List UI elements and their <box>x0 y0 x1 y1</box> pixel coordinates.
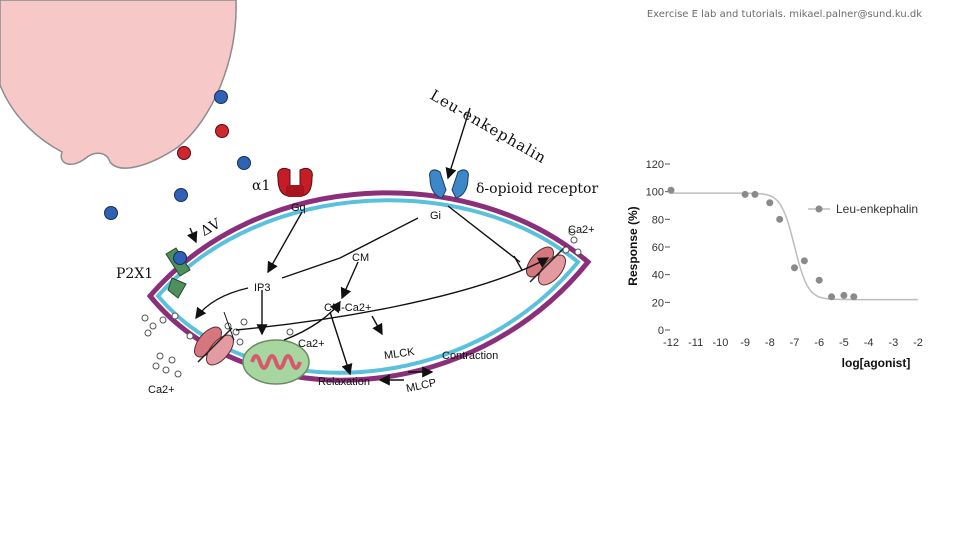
x-tick-label: -3 <box>888 337 898 349</box>
x-tick-label: -11 <box>688 337 703 349</box>
relaxation-label: Relaxation <box>318 376 370 388</box>
nerve-terminal <box>0 0 237 169</box>
header-text: Exercise E lab and tutorials. mikael.pal… <box>646 9 922 20</box>
legend: Leu-enkephalin <box>808 202 918 216</box>
x-tick-label: -7 <box>790 337 800 349</box>
x-tick-label: -9 <box>740 337 750 349</box>
x-tick-label: -5 <box>839 337 849 349</box>
dose-response-chart: Response (%) log[agonist] 0 20 40 60 80 100 12… <box>626 159 923 370</box>
data-point <box>741 190 749 198</box>
x-tick-label: -10 <box>712 337 728 349</box>
ip3-label: IP3 <box>254 282 271 294</box>
legend-label: Leu-enkephalin <box>836 202 918 216</box>
x-tick-label: -12 <box>663 337 679 349</box>
ca-bottom-left-label: Ca2+ <box>148 384 175 396</box>
ca-inner-label: Ca2+ <box>298 338 325 350</box>
cm-label: CM <box>352 252 370 264</box>
data-point <box>791 264 798 272</box>
y-tick-label: 0 <box>658 325 664 337</box>
x-tick-label: -6 <box>814 337 824 349</box>
gq-label: Gq <box>291 202 306 214</box>
gi-label: Gi <box>430 210 441 222</box>
y-tick-label: 40 <box>652 270 664 282</box>
pathway-arrows <box>195 107 550 386</box>
x-tick-label: -4 <box>864 337 874 349</box>
delta-opioid-label: δ-opioid receptor <box>476 181 599 197</box>
x-tick-label: -2 <box>913 337 923 349</box>
p2x1-receptor <box>165 247 191 299</box>
data-point <box>667 186 675 194</box>
cm-ca-label: CM-Ca2+ <box>324 302 372 314</box>
ca-channel-left <box>194 326 234 366</box>
alpha1-label: α1 <box>252 178 271 194</box>
data-point <box>776 215 784 223</box>
data-point <box>840 291 848 299</box>
data-point <box>828 293 836 301</box>
y-tick-label: 60 <box>652 242 664 254</box>
x-axis-label: log[agonist] <box>842 356 911 370</box>
y-tick-label: 120 <box>646 159 664 171</box>
y-tick-label: 80 <box>652 214 664 226</box>
ca-right-label: Ca2+ <box>568 224 595 236</box>
delta-opioid-receptor <box>429 169 469 199</box>
x-tick-label: -8 <box>765 337 775 349</box>
fit-curve <box>671 192 918 301</box>
x-tick-labels: -12 -11 -10 -9 -8 -7 -6 -5 -4 -3 -2 <box>663 337 923 349</box>
y-tick-labels: 0 20 40 60 80 100 120 <box>646 159 670 337</box>
chart-points <box>667 186 858 301</box>
data-point <box>800 257 808 265</box>
sarcoplasmic-reticulum <box>242 339 310 385</box>
y-axis-label: Response (%) <box>626 206 640 285</box>
data-point <box>815 276 823 284</box>
alpha1-receptor <box>277 167 313 197</box>
p2x1-label: P2X1 <box>116 266 154 282</box>
data-point <box>766 199 774 207</box>
data-point <box>751 190 759 198</box>
y-tick-label: 100 <box>646 187 664 199</box>
y-tick-label: 20 <box>652 297 664 309</box>
data-point <box>850 293 858 301</box>
contraction-label: Contraction <box>442 350 499 362</box>
